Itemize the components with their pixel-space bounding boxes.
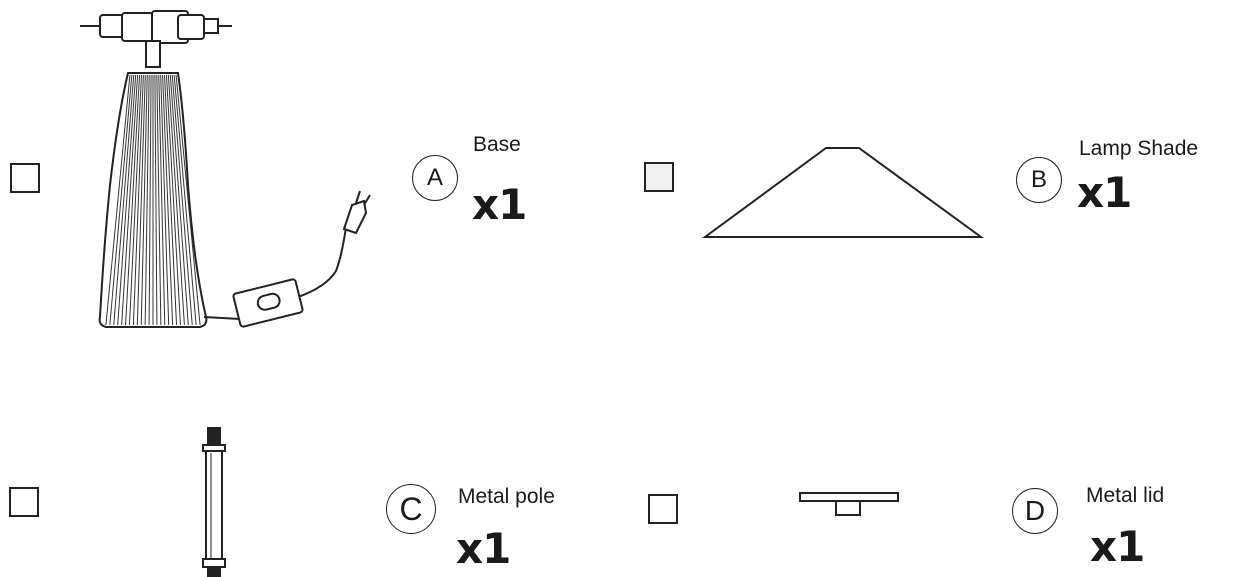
checkbox-metal-lid[interactable] — [648, 494, 678, 524]
base-illustration — [80, 10, 371, 328]
part-qty-c: x1 — [456, 524, 511, 573]
part-letter-d: D — [1012, 488, 1058, 534]
part-letter-d-text: D — [1024, 495, 1046, 526]
part-qty-a: x1 — [472, 180, 527, 229]
part-name-b: Lamp Shade — [1079, 137, 1199, 160]
lamp-shade-illustration — [701, 147, 985, 238]
checkbox-lamp-shade[interactable] — [644, 162, 674, 192]
checkbox-metal-pole[interactable] — [9, 487, 39, 517]
part-name-a: Base — [473, 133, 521, 156]
metal-lid-illustration — [799, 492, 899, 516]
part-qty-d: x1 — [1090, 522, 1145, 571]
metal-pole-illustration — [202, 427, 226, 577]
part-name-d: Metal lid — [1086, 484, 1165, 507]
part-letter-c-text: C — [399, 490, 423, 527]
part-name-c: Metal pole — [458, 485, 555, 508]
part-letter-a: A — [412, 155, 458, 201]
part-letter-a-text: A — [426, 164, 443, 191]
part-qty-b: x1 — [1077, 168, 1132, 217]
part-letter-c: C — [386, 484, 436, 534]
part-letter-b-text: B — [1030, 166, 1047, 193]
checkbox-base[interactable] — [10, 163, 40, 193]
part-letter-b: B — [1016, 157, 1062, 203]
